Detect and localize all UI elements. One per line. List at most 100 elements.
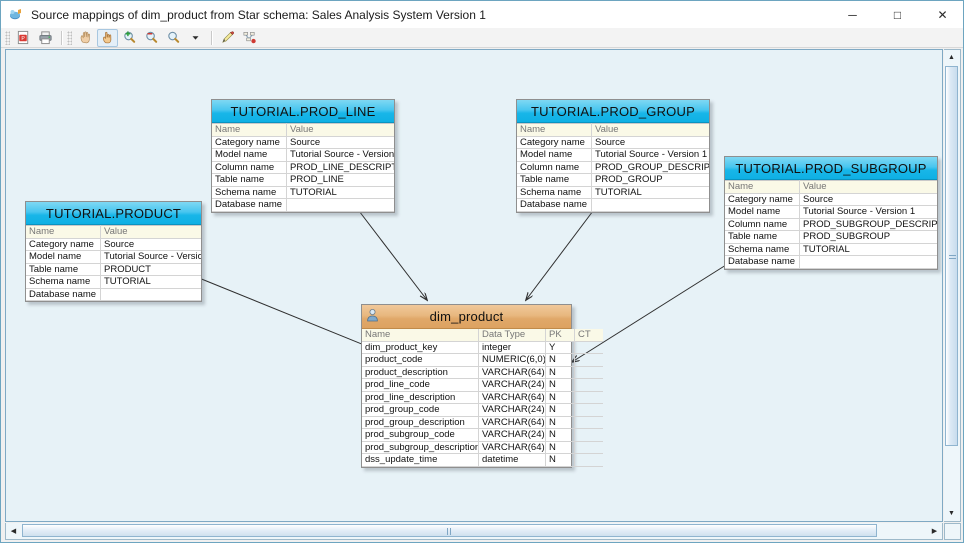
col-header-value: Value [799,180,937,194]
node-properties-grid: Name Value Category name Source Model na… [26,225,201,301]
zoom-in-icon[interactable] [119,29,140,47]
property-name: Model name [725,205,800,219]
diagram-area: TUTORIAL.PRODUCT Name Value Category nam… [5,49,961,540]
property-value: Source [799,193,937,206]
column-pk: N [545,378,575,392]
maximize-button[interactable]: □ [875,1,920,28]
select-hand-icon[interactable] [97,28,118,47]
property-value: Source [286,136,394,149]
vertical-scroll-thumb[interactable] [945,66,958,446]
property-row: Column name PROD_SUBGROUP_DESCRIPTION [725,218,937,231]
node-tutorial-prod-group[interactable]: TUTORIAL.PROD_GROUP Name Value Category … [516,99,710,213]
column-pk: N [545,441,575,454]
col-header-pk: PK [545,329,575,342]
table-row: prod_subgroup_description VARCHAR(64) N [362,441,603,454]
property-header-row: Name Value [517,123,709,137]
zoom-icon[interactable] [163,29,184,47]
column-name: prod_line_code [362,378,479,392]
property-value: TUTORIAL [799,243,937,256]
property-row: Database name [517,198,709,212]
property-value [100,288,201,301]
node-header: dim_product [362,305,571,329]
property-row: Category name Source [517,136,709,149]
node-title: TUTORIAL.PROD_LINE [212,100,394,123]
horizontal-scroll-thumb[interactable] [22,524,877,537]
property-name: Model name [26,250,101,264]
column-datatype: VARCHAR(24) [478,378,546,392]
node-dim-product[interactable]: dim_product Name Data Type PK CT dim_pro… [361,304,603,468]
app-icon [8,7,24,23]
column-name: prod_group_description [362,416,479,429]
toolbar-separator-1 [61,30,63,45]
scroll-grip [447,528,448,535]
link-prodgroup-to-dim [526,206,597,300]
property-row: Schema name TUTORIAL [725,243,937,256]
property-name: Table name [517,173,592,187]
close-button[interactable]: ✕ [920,1,963,28]
property-row: Model name Tutorial Source - Version 1 [212,148,394,162]
table-row: dss_update_time datetime N [362,453,603,467]
column-ct [574,403,603,417]
col-header-value: Value [286,123,394,137]
scroll-grip [949,258,956,259]
node-tutorial-product[interactable]: TUTORIAL.PRODUCT Name Value Category nam… [25,201,202,302]
scroll-up-button[interactable]: ▲ [944,50,959,65]
zoom-dropdown-icon[interactable] [185,29,206,47]
node-properties-grid: Name Value Category name Source Model na… [517,123,709,212]
node-tutorial-prod-subgroup[interactable]: TUTORIAL.PROD_SUBGROUP Name Value Catego… [724,156,938,270]
col-header-type: Data Type [478,329,546,342]
column-pk: N [545,353,575,367]
property-name: Database name [517,198,592,212]
column-pk: N [545,391,575,404]
minimize-button[interactable]: ─ [830,1,875,28]
property-name: Column name [212,161,287,174]
toolbar-drag-handle[interactable] [5,30,10,45]
export-pdf-icon[interactable]: P [13,29,34,47]
node-properties-grid: Name Value Category name Source Model na… [725,180,937,269]
column-ct [574,353,603,367]
property-name: Table name [212,173,287,187]
col-header-name: Name [725,180,800,194]
scroll-down-button[interactable]: ▼ [944,506,959,521]
node-tutorial-prod-line[interactable]: TUTORIAL.PROD_LINE Name Value Category n… [211,99,395,213]
property-value: Tutorial Source - Version 1 [286,148,394,162]
column-name: dss_update_time [362,453,479,467]
scroll-left-button[interactable]: ◀ [6,523,21,538]
toolbar-group-handle[interactable] [67,30,72,45]
property-row: Schema name TUTORIAL [212,186,394,199]
col-header-value: Value [100,225,201,239]
property-row: Table name PROD_GROUP [517,173,709,187]
column-name: dim_product_key [362,341,479,354]
window-controls: ─ □ ✕ [830,1,963,28]
property-name: Column name [517,161,592,174]
property-value: TUTORIAL [591,186,709,199]
vertical-scrollbar[interactable]: ▲ ▼ [944,49,961,522]
column-ct [574,366,603,379]
property-value [286,198,394,212]
property-value: Source [591,136,709,149]
property-row: Category name Source [212,136,394,149]
column-pk: Y [545,341,575,354]
zoom-out-icon[interactable] [141,29,162,47]
table-row: prod_subgroup_code VARCHAR(24) N [362,428,603,442]
user-icon [366,308,379,322]
property-value: Source [100,238,201,251]
property-name: Schema name [725,243,800,256]
column-datatype: VARCHAR(24) [478,428,546,442]
column-name: prod_subgroup_code [362,428,479,442]
diagram-canvas[interactable]: TUTORIAL.PRODUCT Name Value Category nam… [5,49,943,522]
property-row: Column name PROD_LINE_DESCRIPTION [212,161,394,174]
lineage-tree-icon[interactable] [239,29,260,47]
horizontal-scrollbar[interactable]: ◀ ▶ [5,523,943,540]
node-title: TUTORIAL.PROD_SUBGROUP [725,157,937,180]
column-datatype: VARCHAR(24) [478,403,546,417]
column-datatype: integer [478,341,546,354]
column-name: product_code [362,353,479,367]
print-icon[interactable] [35,29,56,47]
scroll-right-button[interactable]: ▶ [927,523,942,538]
pencil-icon[interactable] [217,29,238,47]
column-ct [574,428,603,442]
pan-hand-icon[interactable] [75,29,96,47]
column-header-row: Name Data Type PK CT [362,329,603,342]
table-row: dim_product_key integer Y [362,341,603,354]
